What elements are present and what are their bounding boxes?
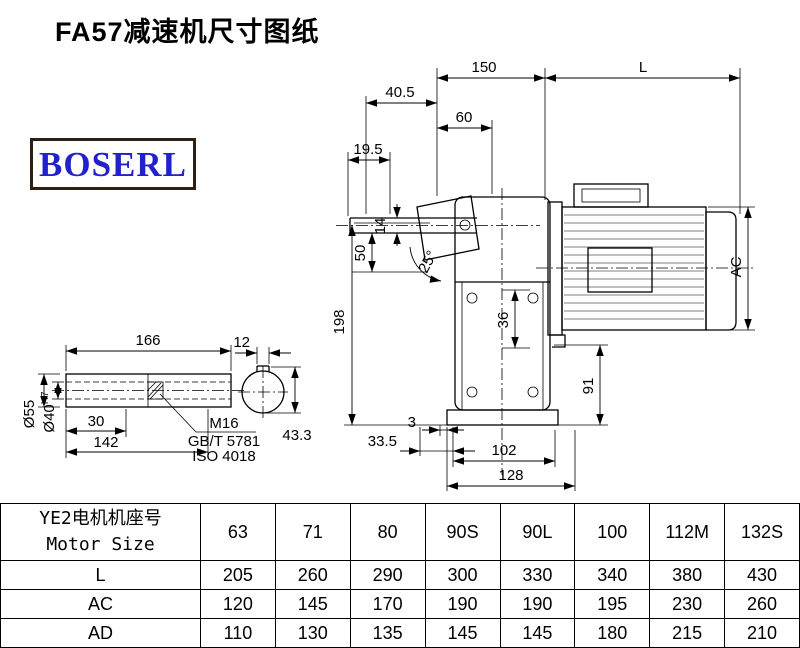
standard-gb-label: GB/T 5781	[188, 433, 260, 450]
page-title: FA57减速机尺寸图纸	[55, 17, 320, 47]
cell: 180	[574, 618, 651, 648]
size-71: 71	[274, 503, 351, 561]
motor-fins	[564, 214, 704, 320]
input-snout	[416, 195, 480, 261]
cell: 300	[424, 560, 501, 590]
motor-body	[561, 206, 707, 331]
motor-size-label-cn: YE2电机机座号	[39, 507, 162, 529]
dim-60-label: 60	[456, 109, 473, 126]
cell: 215	[649, 618, 726, 648]
row-label-AC: AC	[0, 589, 201, 619]
dim-3-label: 3	[408, 414, 416, 431]
motor-size-label-en: Motor Size	[46, 534, 155, 555]
dim-12-label: 12	[233, 334, 250, 351]
size-90L: 90L	[499, 503, 576, 561]
dim-dia55-label: Ø55	[21, 400, 38, 428]
dim-50-label: 50	[352, 245, 369, 262]
row-label-L: L	[0, 560, 201, 590]
dim-102-label: 102	[491, 442, 516, 459]
extension-lines	[38, 68, 755, 491]
cell: 330	[499, 560, 576, 590]
dim-142-label: 142	[93, 434, 118, 451]
cell: 145	[274, 589, 351, 619]
cell: 120	[200, 589, 276, 619]
gearbox-housing	[416, 195, 566, 426]
bolt-hole	[527, 386, 539, 398]
standard-iso-label: ISO 4018	[192, 448, 255, 465]
dim-43-3-label: 43.3	[282, 427, 311, 444]
cell: 260	[724, 589, 800, 619]
cell: 110	[200, 618, 276, 648]
dim-AC-label: AC	[728, 256, 745, 277]
cell: 145	[499, 618, 576, 648]
cell: 170	[349, 589, 426, 619]
cell: 210	[724, 618, 800, 648]
hollow-shaft-detail	[65, 365, 285, 433]
dimension-lines	[40, 74, 752, 490]
size-90S: 90S	[424, 503, 501, 561]
dim-30-label: 30	[88, 413, 105, 430]
dim-L-label: L	[639, 59, 647, 76]
input-bolt-hole	[459, 219, 471, 231]
size-63: 63	[200, 503, 276, 561]
boserl-logo: BOSERL	[30, 138, 196, 190]
cell: 130	[274, 618, 351, 648]
cell: 290	[349, 560, 426, 590]
cell: 230	[649, 589, 726, 619]
dim-128-label: 128	[498, 467, 523, 484]
dim-33-5-label: 33.5	[368, 433, 397, 450]
cell: 260	[274, 560, 351, 590]
cell: 135	[349, 618, 426, 648]
motor	[547, 183, 737, 336]
thread-callout-label: M16	[209, 415, 238, 432]
cell: 190	[499, 589, 576, 619]
dim-19-5-label: 19.5	[353, 141, 382, 158]
motor-size-header-cell: YE2电机机座号 Motor Size	[0, 503, 201, 561]
table-row-AC: AC 120 145 170 190 190 195 230 260	[0, 589, 800, 619]
motor-nameplate	[587, 247, 653, 293]
gearbox-foot	[446, 409, 559, 426]
cell: 340	[574, 560, 651, 590]
size-132S: 132S	[724, 503, 800, 561]
cell: 195	[574, 589, 651, 619]
centerlines	[52, 188, 754, 475]
bolt-hole	[466, 386, 478, 398]
table-header-row: YE2电机机座号 Motor Size 63 71 80 90S 90L 100…	[0, 503, 800, 561]
angle-arc	[409, 246, 442, 283]
dim-91-label: 91	[580, 378, 597, 395]
size-112M: 112M	[649, 503, 726, 561]
table-row-AD: AD 110 130 135 145 145 180 215 210	[0, 618, 800, 648]
cell: 380	[649, 560, 726, 590]
dim-150-label: 150	[471, 59, 496, 76]
bore-section-circle	[241, 370, 285, 414]
dimension-table: YE2电机机座号 Motor Size 63 71 80 90S 90L 100…	[0, 503, 800, 648]
terminal-box	[573, 183, 649, 208]
dim-36-label: 36	[495, 312, 512, 329]
row-label-AD: AD	[0, 618, 201, 648]
cell: 430	[724, 560, 800, 590]
size-80: 80	[349, 503, 426, 561]
leader-line	[159, 393, 197, 433]
technical-drawing: 150 L 40.5 60 19.5 14 50 25° 198 36 AC 9…	[21, 59, 755, 491]
cell: 145	[424, 618, 501, 648]
dimension-labels: 150 L 40.5 60 19.5 14 50 25° 198 36 AC 9…	[21, 59, 745, 484]
cell: 190	[424, 589, 501, 619]
bolt-hole	[466, 292, 478, 304]
bolt-hole	[527, 292, 539, 304]
dim-166-label: 166	[135, 332, 160, 349]
logo-text: BOSERL	[39, 144, 187, 184]
dim-198-label: 198	[331, 309, 348, 334]
dim-dia40H7-label: Ø40H7	[40, 391, 58, 433]
dim-40-5-label: 40.5	[385, 84, 414, 101]
size-100: 100	[574, 503, 651, 561]
dim-14-label: 14	[372, 218, 389, 235]
cell: 205	[200, 560, 276, 590]
table-row-L: L 205 260 290 300 330 340 380 430	[0, 560, 800, 590]
